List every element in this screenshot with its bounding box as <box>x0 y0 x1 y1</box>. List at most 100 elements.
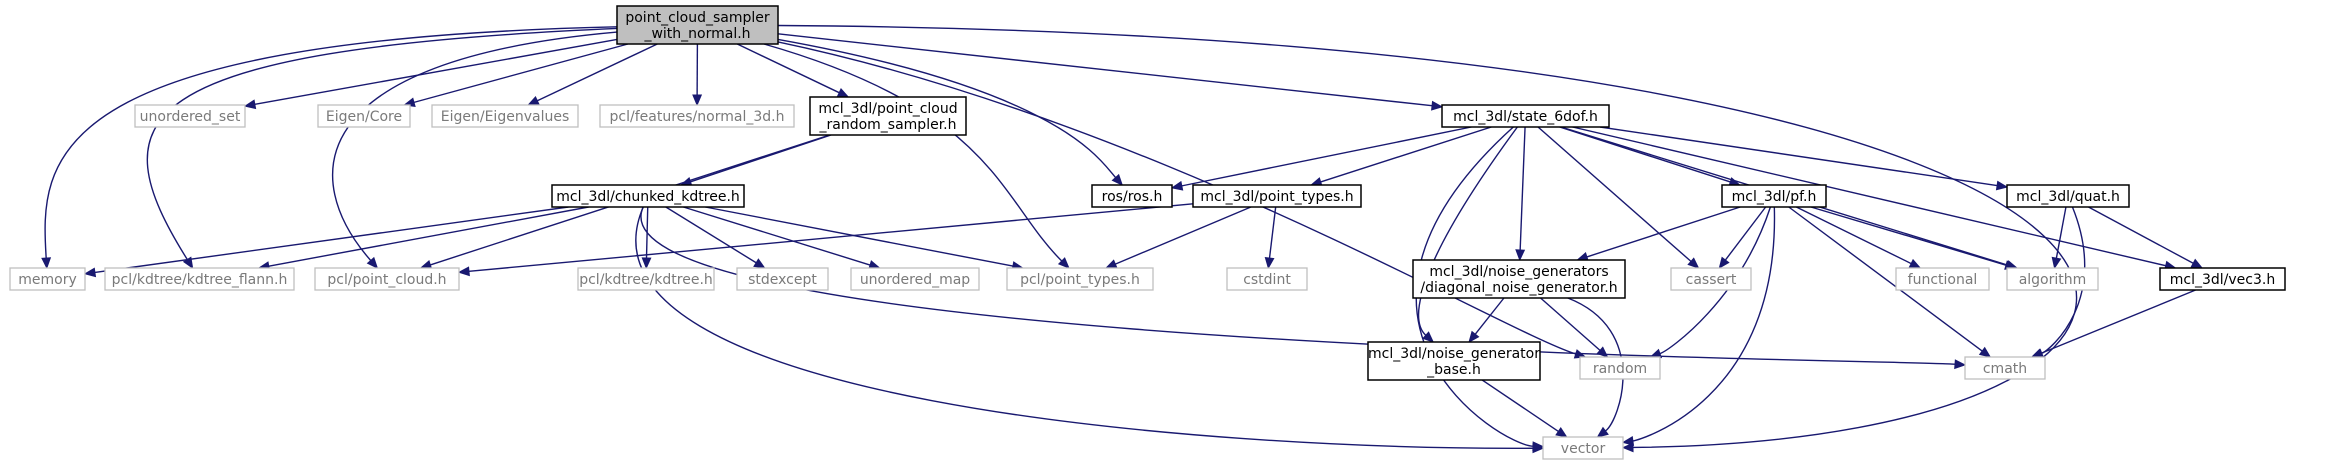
edge-line <box>44 26 618 259</box>
node-label: mcl_3dl/quat.h <box>2016 189 2120 205</box>
node-cstdint: cstdint <box>1226 267 1308 291</box>
edge-line <box>777 38 1117 178</box>
edge-line <box>2088 206 2194 264</box>
edge-line <box>268 206 589 267</box>
edge-line <box>2040 289 2196 354</box>
node-pcl-kdtree: pcl/kdtree/kdtree.h <box>577 267 715 291</box>
edge-state_6dof-to-quat_h <box>1599 126 2009 191</box>
node-root[interactable]: point_cloud_sampler_with_normal.h <box>616 5 779 45</box>
edge-state_6dof-to-ros_h <box>1170 126 1472 191</box>
node-box <box>1441 104 1610 128</box>
node-random-sampler[interactable]: mcl_3dl/point_cloud_random_sampler.h <box>809 96 967 136</box>
node-chunked-kdtree[interactable]: mcl_3dl/chunked_kdtree.h <box>551 184 745 208</box>
node-label: point_cloud_sampler <box>625 10 770 26</box>
arrowhead-icon <box>243 99 257 110</box>
edge-line <box>413 43 629 104</box>
arrowhead-icon <box>1954 359 1967 370</box>
edge-root-to-memory <box>41 26 618 270</box>
node-stdexcept: stdexcept <box>736 267 829 291</box>
edge-line <box>1537 126 1692 262</box>
node-label: random <box>1593 361 1647 377</box>
node-eigen-core: Eigen/Core <box>317 104 411 128</box>
node-functional: functional <box>1895 267 1990 291</box>
edge-root-to-pcl_point_types <box>763 43 1070 269</box>
node-random: random <box>1579 356 1661 380</box>
edge-root-to-random_sampler <box>736 43 850 98</box>
arrowhead-icon <box>1104 259 1118 269</box>
edge-state_6dof-to-pf_h <box>1559 126 1742 187</box>
node-box <box>104 267 295 291</box>
node-box <box>1412 259 1626 299</box>
edge-line <box>1181 126 1472 187</box>
edge-chunked_kdtree-to-kdtree_flann <box>257 206 589 271</box>
node-label: pcl/kdtree/kdtree.h <box>579 272 713 288</box>
node-label: cassert <box>1686 272 1737 288</box>
arrowhead-icon <box>641 257 652 270</box>
edge-point_types_local-to-pcl_point_types <box>1104 206 1252 269</box>
arrowhead-icon <box>1621 442 1634 453</box>
arrowhead-icon <box>1621 436 1635 446</box>
edge-chunked_kdtree-to-unordered_map <box>683 206 881 270</box>
edge-line <box>1320 126 1492 183</box>
edge-root-to-vector <box>777 24 2078 453</box>
node-box <box>1721 184 1827 208</box>
arrowhead-icon <box>527 96 540 106</box>
node-label: stdexcept <box>748 272 817 288</box>
edge-root-to-random <box>777 41 1587 359</box>
arrowhead-icon <box>1687 257 1700 269</box>
node-vec3-h[interactable]: mcl_3dl/vec3.h <box>2159 267 2286 291</box>
edges-layer <box>41 24 2204 454</box>
node-label: pcl/features/normal_3d.h <box>610 109 785 125</box>
node-box <box>2006 267 2099 291</box>
node-diag-noise[interactable]: mcl_3dl/noise_generators/diagonal_noise_… <box>1412 259 1626 299</box>
edge-root-to-eigen_core <box>403 43 629 108</box>
edge-line <box>1599 126 1998 187</box>
edge-noise_base-to-vector <box>1481 379 1568 438</box>
edge-pf_h-to-cmath <box>1788 206 1992 358</box>
node-label: vector <box>1561 441 1606 457</box>
arrowhead-icon <box>1718 256 1730 270</box>
edge-line <box>1810 206 2007 266</box>
edge-line <box>1586 206 1741 258</box>
edge-line <box>1788 206 1983 352</box>
edge-line <box>705 206 1014 267</box>
node-label: /diagonal_noise_generator.h <box>1420 280 1617 296</box>
edge-pf_h-to-cassert <box>1718 206 1767 270</box>
edge-line <box>1659 206 1772 355</box>
node-box <box>577 267 715 291</box>
edge-line <box>146 27 618 260</box>
edge-line <box>1474 297 1505 335</box>
node-state-6dof[interactable]: mcl_3dl/state_6dof.h <box>1441 104 1610 128</box>
edge-root-to-state_6dof <box>777 33 1444 111</box>
arrowhead-icon <box>1170 180 1184 191</box>
node-label: _with_normal.h <box>643 26 750 42</box>
node-label: cmath <box>1983 361 2027 377</box>
arrowhead-icon <box>1431 100 1444 111</box>
node-vector: vector <box>1542 436 1624 460</box>
node-eigen-eigenvalues: Eigen/Eigenvalues <box>431 104 579 128</box>
edge-line <box>537 43 658 102</box>
node-noise-base[interactable]: mcl_3dl/noise_generator_base.h <box>1367 341 1541 381</box>
node-ros-h[interactable]: ros/ros.h <box>1091 184 1173 208</box>
node-box <box>551 184 745 208</box>
arrowhead-icon <box>1422 331 1435 343</box>
node-quat-h[interactable]: mcl_3dl/quat.h <box>2006 184 2130 208</box>
node-box <box>809 96 967 136</box>
edge-line <box>1724 206 1767 261</box>
arrowhead-icon <box>753 258 766 269</box>
node-pf-h[interactable]: mcl_3dl/pf.h <box>1721 184 1827 208</box>
node-box <box>736 267 829 291</box>
node-label: pcl/point_cloud.h <box>327 272 446 288</box>
edge-state_6dof-to-point_types_local <box>1309 126 1492 187</box>
node-label: unordered_set <box>140 109 241 125</box>
node-box <box>850 267 980 291</box>
node-label: algorithm <box>2019 272 2087 288</box>
node-box <box>1579 356 1661 380</box>
node-kdtree-flann: pcl/kdtree/kdtree_flann.h <box>104 267 295 291</box>
edge-line <box>1540 297 1601 351</box>
node-cmath: cmath <box>1964 356 2046 380</box>
node-label: unordered_map <box>860 272 970 288</box>
arrowhead-icon <box>1596 426 1609 438</box>
node-point-types-local[interactable]: mcl_3dl/point_types.h <box>1192 184 1362 208</box>
node-label: ros/ros.h <box>1102 189 1163 205</box>
